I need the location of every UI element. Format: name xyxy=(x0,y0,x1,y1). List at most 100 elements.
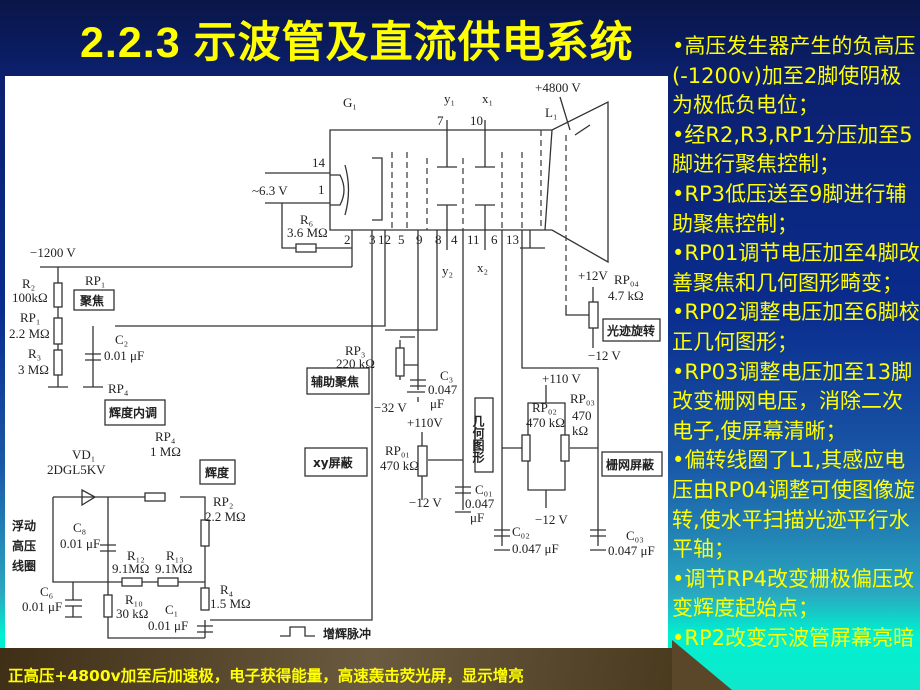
y1-label: y₁ xyxy=(444,91,455,106)
c01-unit: μF xyxy=(470,510,484,525)
xy-shield-box: xy屏蔽 xyxy=(313,455,354,470)
aux-neg-32v: −32 V xyxy=(374,400,407,415)
footer-band xyxy=(0,648,672,690)
c6-label: C₆ xyxy=(40,584,53,599)
rp4-tag: RP₄ xyxy=(108,381,129,396)
c02-value: 0.047 μF xyxy=(512,541,559,556)
circuit-schematic: G₁ y₁ x₁ L₁ +4800 V 14 1 7 10 2 3 12 5 9… xyxy=(9,80,663,641)
coil-label-3: 线圈 xyxy=(12,558,36,573)
c03-label: C₀₃ xyxy=(626,528,644,543)
grid-shield-box: 栅网屏蔽 xyxy=(606,457,655,472)
rotation-pos-12v: +12V xyxy=(578,268,608,283)
grid-neg-12v: −12 V xyxy=(535,512,568,527)
c1-value: 0.01 μF xyxy=(148,618,188,633)
l1-label: L₁ xyxy=(545,105,557,120)
r6-label: R₆ xyxy=(300,212,313,227)
rp03-value: 470 xyxy=(572,408,592,423)
c3-value: 0.047 xyxy=(428,382,458,397)
rp02-value: 470 kΩ xyxy=(526,415,565,430)
rp02-label: RP₀₂ xyxy=(532,400,557,415)
rp3-value: 220 kΩ xyxy=(336,356,375,371)
r13-value: 9.1MΩ xyxy=(155,561,192,576)
c01-label: C₀₁ xyxy=(475,482,493,497)
focus-box: 聚焦 xyxy=(79,293,104,308)
trace-rotation-box: 光迹旋转 xyxy=(606,323,655,338)
pin-4: 4 xyxy=(451,232,458,247)
crt-tube xyxy=(329,96,609,305)
rp01-label: RP₀₁ xyxy=(385,443,410,458)
r4-label: R₄ xyxy=(220,582,234,597)
rp03-unit: kΩ xyxy=(572,423,588,438)
c1-label: C₁ xyxy=(165,602,178,617)
note-item: •高压发生器产生的负高压(-1200v)加至2脚使阴极为极低负电位； xyxy=(672,34,916,118)
geometry-box-1: 几何图形 xyxy=(471,415,485,464)
pin-6: 6 xyxy=(491,232,498,247)
rp4-value: 1 MΩ xyxy=(150,444,181,459)
note-item: •经R2,R3,RP1分压加至5脚进行聚焦控制； xyxy=(672,122,913,177)
c3-label: C₃ xyxy=(440,368,453,383)
aux-focus-box: 辅助聚焦 xyxy=(311,374,359,389)
c8-label: C₈ xyxy=(73,520,86,535)
coil-label-2: 高压 xyxy=(12,538,36,553)
note-item: •RP3低压送至9脚进行辅助聚焦控制； xyxy=(672,181,907,236)
vd1-label: VD₁ xyxy=(72,447,95,462)
rotation-neg-12v: −12 V xyxy=(588,348,621,363)
heater-voltage: ~6.3 V xyxy=(252,183,288,198)
pin-14: 14 xyxy=(312,155,326,170)
r13-label: R₁₃ xyxy=(166,548,184,563)
circuit-diagram: G₁ y₁ x₁ L₁ +4800 V 14 1 7 10 2 3 12 5 9… xyxy=(5,76,668,648)
pin-5: 5 xyxy=(398,232,405,247)
c02-label: C₀₂ xyxy=(512,524,530,539)
x2-label: x₂ xyxy=(477,260,488,275)
slide-title: 2.2.3 示波管及直流供电系统 xyxy=(80,19,634,67)
rp1-value: 2.2 MΩ xyxy=(9,326,50,341)
supply-neg-1200v: −1200 V xyxy=(30,245,76,260)
pin-10: 10 xyxy=(470,113,483,128)
note-item: •RP01调节电压加至4脚改善聚焦和几何图形畸变； xyxy=(672,241,920,295)
r2-label: R₂ xyxy=(22,276,35,291)
c3-unit: μF xyxy=(430,396,444,411)
vd1-model: 2DGL5KV xyxy=(47,462,106,477)
rp2-value: 2.2 MΩ xyxy=(205,509,246,524)
r10-label: R₁₀ xyxy=(125,592,143,607)
x1-label: x₁ xyxy=(482,91,493,106)
brightness-box: 辉度 xyxy=(205,465,230,480)
decorative-corner xyxy=(672,640,732,690)
r3-value: 3 MΩ xyxy=(18,362,49,377)
rp1-tag: RP₁ xyxy=(85,273,105,288)
aux-pos-110v: +110V xyxy=(407,415,443,430)
g1-label: G₁ xyxy=(343,95,357,110)
pin-13: 13 xyxy=(506,232,519,247)
pin-8: 8 xyxy=(435,232,442,247)
rp04-label: RP₀₄ xyxy=(614,272,639,287)
rp04-value: 4.7 kΩ xyxy=(608,288,644,303)
rp2-label: RP₂ xyxy=(213,494,233,509)
note-item: •偏转线圈了L1,其感应电压由RP04调整可使图像旋转,使水平扫描光迹平行水平轴… xyxy=(672,448,915,562)
footer-caption: 正高压+4800v加至后加速极，电子获得能量，高速轰击荧光屏，显示增亮 xyxy=(8,667,524,685)
rp03-label: RP₀₃ xyxy=(570,391,595,406)
r6-value: 3.6 MΩ xyxy=(287,225,328,240)
c03-value: 0.047 μF xyxy=(608,543,655,558)
pin-7: 7 xyxy=(437,113,444,128)
note-item: •RP02调整电压加至6脚校正几何图形； xyxy=(672,300,920,354)
note-item: •RP03调整电压加至13脚改变栅网电压，消除二次电子,使屏幕清晰； xyxy=(672,359,913,443)
rp3-label: RP₃ xyxy=(345,343,365,358)
rp1-label: RP₁ xyxy=(20,310,40,325)
explanation-notes: •高压发生器产生的负高压(-1200v)加至2脚使阴极为极低负电位； •经R2,… xyxy=(672,32,920,683)
c8-value: 0.01 μF xyxy=(60,536,100,551)
r10-value: 30 kΩ xyxy=(116,606,148,621)
r12-label: R₁₂ xyxy=(127,548,145,563)
inner-brightness-box: 辉度内调 xyxy=(109,405,157,420)
c2-value: 0.01 μF xyxy=(104,348,144,363)
c6-value: 0.01 μF xyxy=(22,599,62,614)
note-item: •调节RP4改变栅极偏压改变辉度起始点； xyxy=(672,566,915,621)
geometry-neg-12v: −12 V xyxy=(409,495,442,510)
c2-label: C₂ xyxy=(115,332,128,347)
coil-label-1: 浮动 xyxy=(12,518,36,533)
pin-1: 1 xyxy=(318,182,325,197)
pin-11: 11 xyxy=(467,232,480,247)
rp01-value: 470 kΩ xyxy=(380,458,419,473)
r12-value: 9.1MΩ xyxy=(112,561,149,576)
hv-label: +4800 V xyxy=(535,80,581,95)
r4-value: 1.5 MΩ xyxy=(210,596,251,611)
